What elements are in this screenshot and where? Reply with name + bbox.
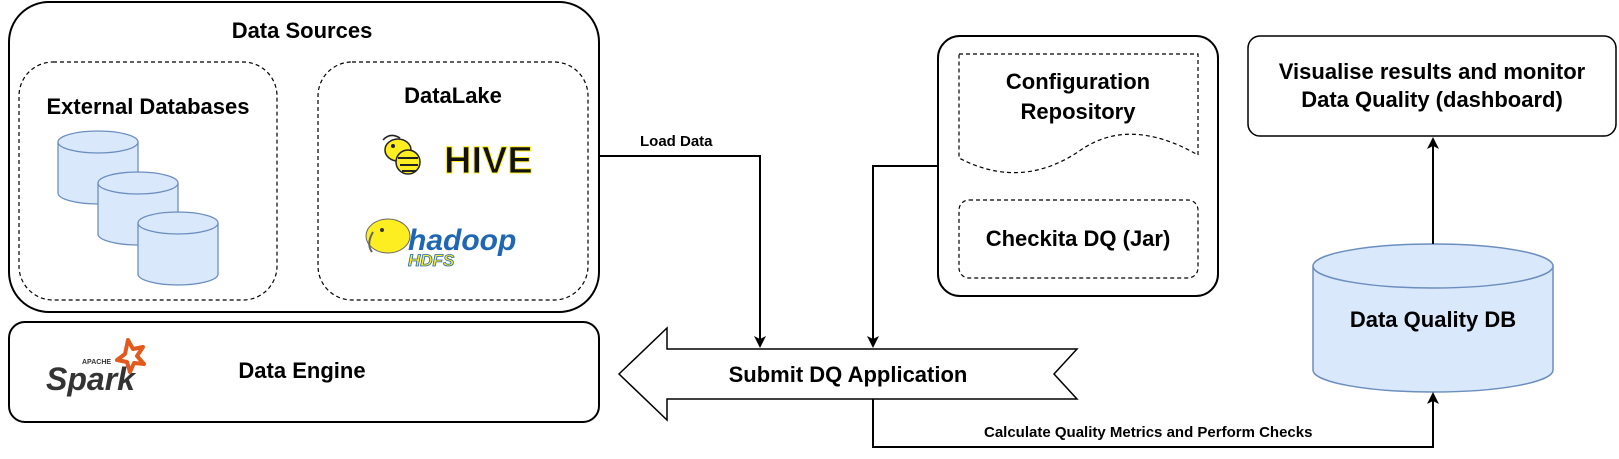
database-cylinder-icon — [57, 130, 139, 205]
spark-logo-text: Spark — [46, 361, 137, 397]
hive-logo-text: HIVE — [444, 140, 533, 182]
checkita-dq-label: Checkita DQ (Jar) — [986, 226, 1171, 251]
data-sources-group: Data Sources External Databases DataLake — [8, 1, 600, 313]
app-bundle-group: Configuration Repository Checkita DQ (Ja… — [937, 35, 1219, 297]
load-data-label: Load Data — [640, 133, 713, 150]
configuration-repository-box[interactable] — [958, 53, 1199, 174]
data-engine-box[interactable] — [8, 321, 600, 423]
dashboard-group: Visualise results and monitor Data Quali… — [1247, 35, 1617, 137]
calculate-label: Calculate Quality Metrics and Perform Ch… — [984, 424, 1312, 441]
data-engine-group: APACHE Spark Data Engine — [8, 321, 600, 423]
data-quality-db-top — [1312, 243, 1554, 289]
submit-dq-application-shape[interactable] — [617, 326, 1079, 422]
calculate-edge — [872, 392, 1439, 448]
configuration-repository-line2: Repository — [1021, 99, 1137, 124]
datalake-title: DataLake — [404, 83, 502, 108]
data-quality-db-label: Data Quality DB — [1350, 307, 1516, 332]
dashboard-line2: Data Quality (dashboard) — [1301, 87, 1563, 112]
dashboard-line1: Visualise results and monitor — [1279, 59, 1586, 84]
hadoop-logo-text: hadoop — [408, 224, 516, 257]
configuration-repository-line1: Configuration — [1006, 69, 1150, 94]
load-data-edge — [599, 155, 766, 348]
spark-logo-icon: APACHE Spark — [46, 338, 146, 397]
connectors — [599, 137, 1439, 448]
database-cylinder-icon — [137, 211, 219, 286]
data-engine-label: Data Engine — [238, 358, 365, 383]
external-databases-title: External Databases — [47, 94, 250, 119]
external-databases-group: External Databases — [18, 61, 278, 301]
config-to-submit-edge — [867, 165, 938, 348]
datalake-group: DataLake HIVE hadoop HDFS — [317, 61, 589, 301]
dashboard-box[interactable] — [1247, 35, 1617, 137]
data-sources-title: Data Sources — [232, 18, 373, 43]
hive-logo-icon: HIVE — [382, 134, 533, 183]
submit-dq-application-group: Submit DQ Application — [617, 326, 1079, 422]
spark-star-icon — [115, 338, 146, 374]
hadoop-hdfs-logo-icon: hadoop HDFS — [365, 218, 516, 270]
submit-dq-application-label: Submit DQ Application — [729, 362, 968, 387]
checkita-dq-box[interactable] — [958, 199, 1199, 279]
spark-logo-apache: APACHE — [82, 359, 111, 366]
data-quality-db-group: Data Quality DB — [1312, 243, 1554, 393]
hdfs-logo-text: HDFS — [408, 251, 455, 270]
